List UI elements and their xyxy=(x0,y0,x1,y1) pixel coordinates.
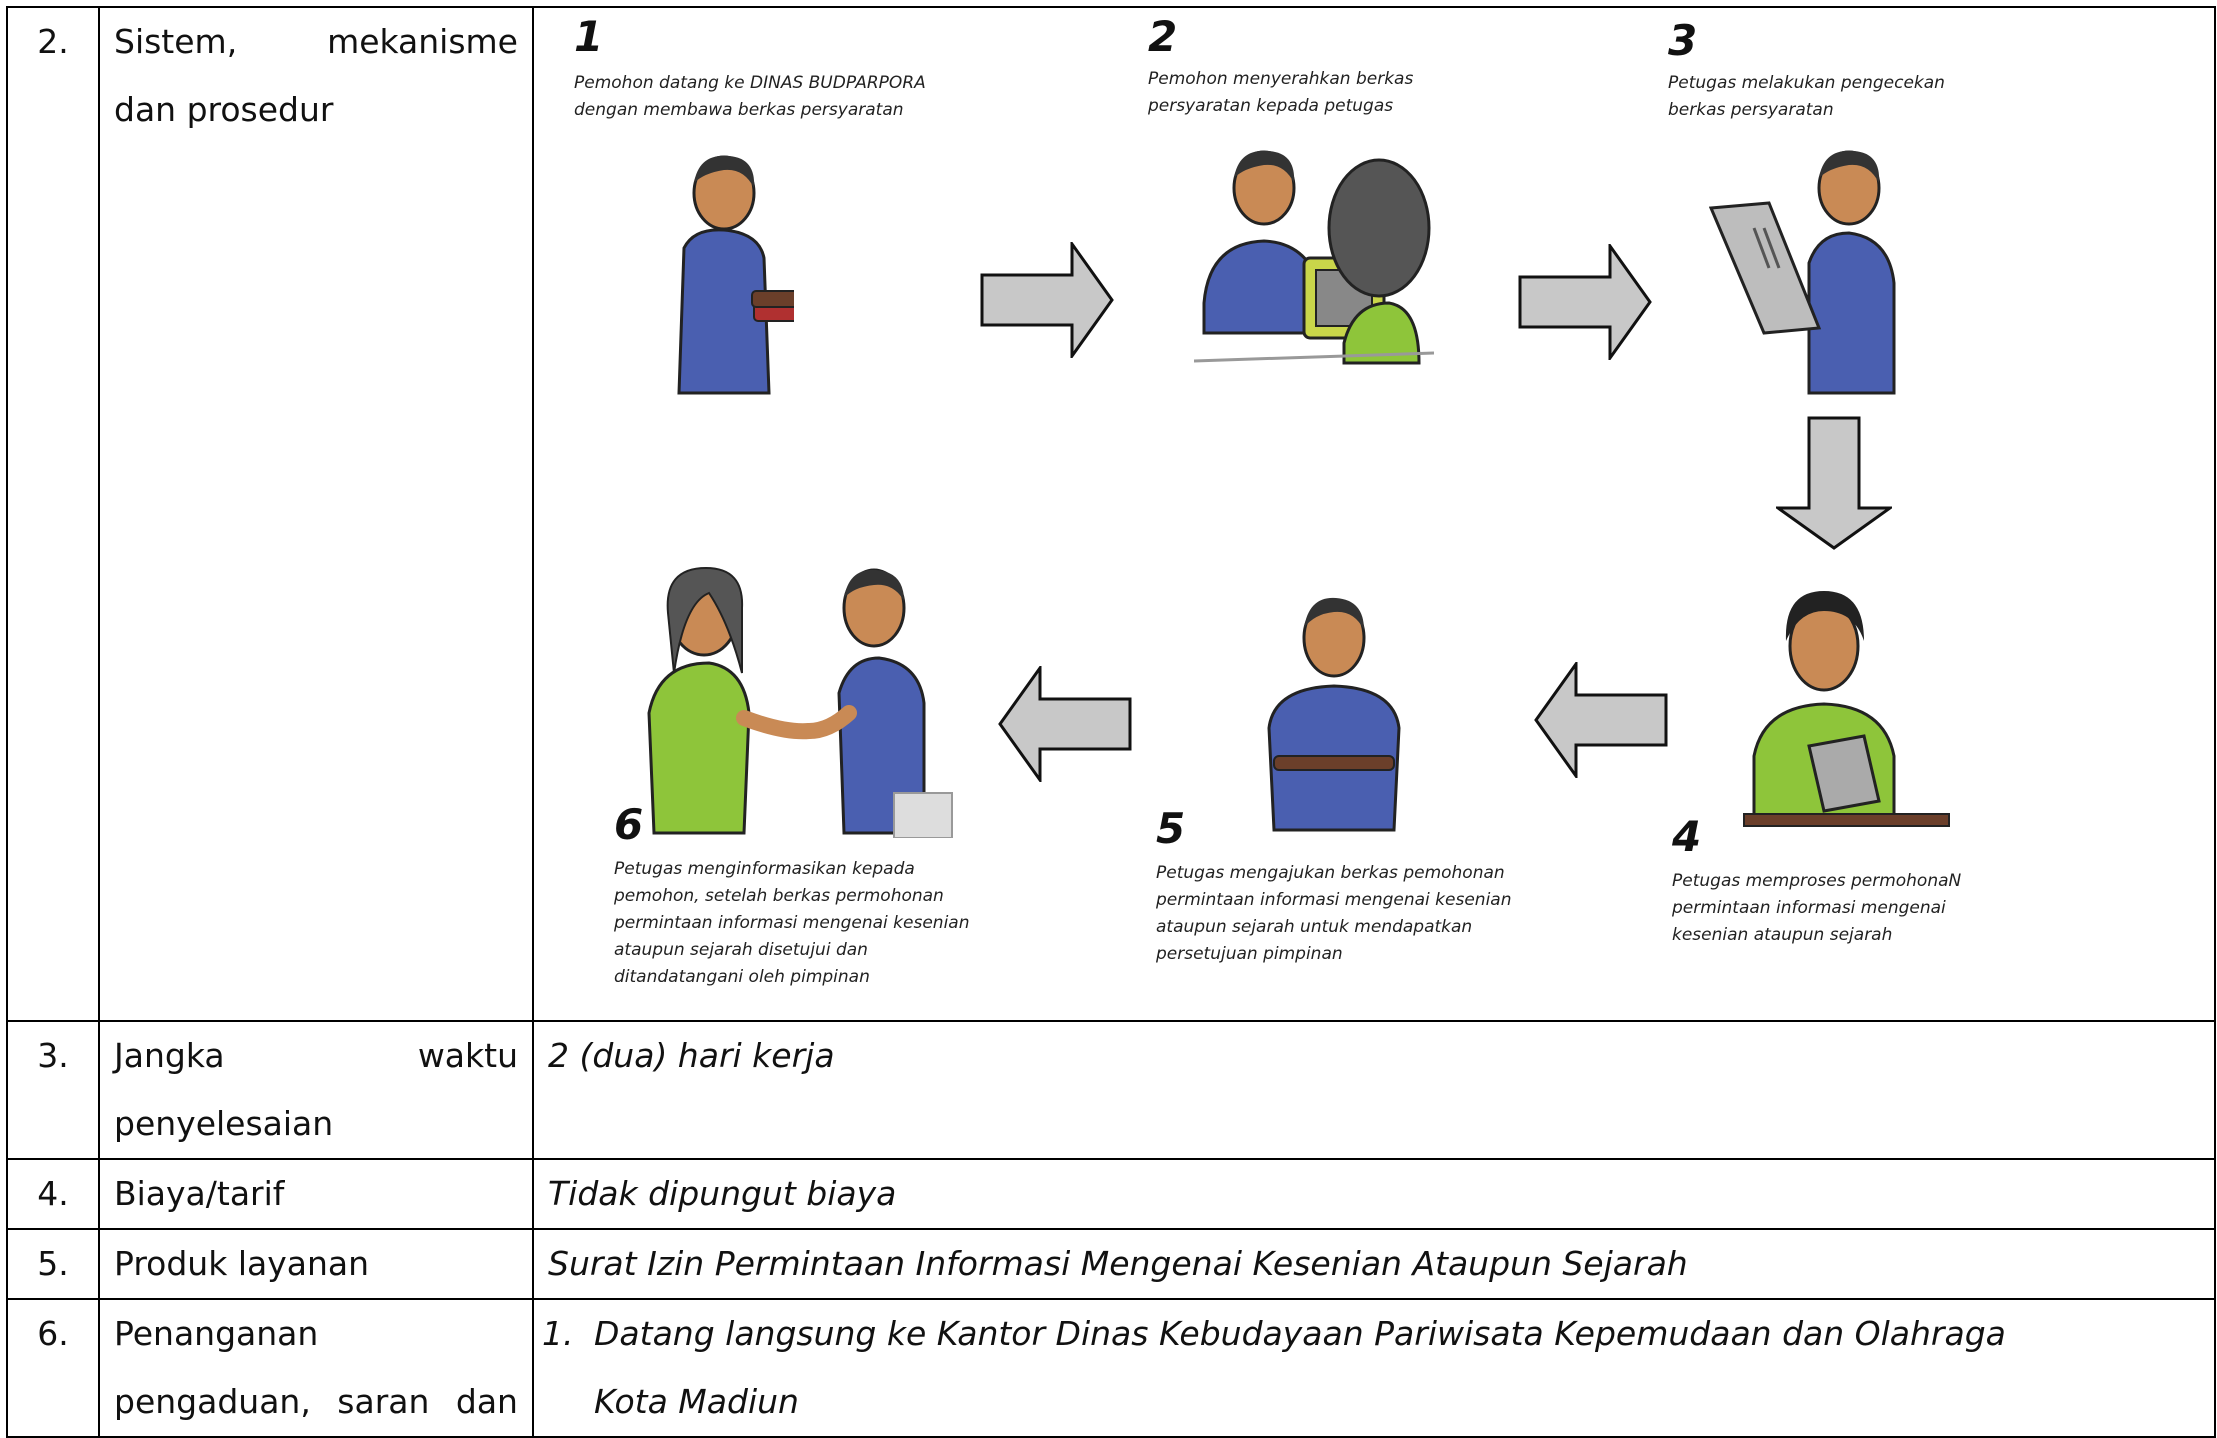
step-5-caption: Petugas mengajukan berkas pemohonan perm… xyxy=(1156,860,1511,968)
row-number: 6. xyxy=(6,1298,100,1438)
caption-line: persyaratan kepada petugas xyxy=(1148,96,1394,116)
row-number: 3. xyxy=(6,1020,100,1160)
submitting-files-illustration xyxy=(1194,150,1434,365)
step-2-caption: Pemohon menyerahkan berkas persyaratan k… xyxy=(1148,66,1413,120)
label-part: dan prosedur xyxy=(114,90,334,129)
caption-line: permintaan informasi mengenai kesenian xyxy=(614,913,970,933)
procedure-diagram-cell: 1 Pemohon datang ke DINAS BUDPARPORA den… xyxy=(532,6,2216,1022)
caption-line: persetujuan pimpinan xyxy=(1156,944,1343,964)
caption-line: Pemohon menyerahkan berkas xyxy=(1148,69,1414,89)
step-1-number: 1 xyxy=(574,12,604,61)
row-number: 4. xyxy=(6,1158,100,1230)
caption-line: ditandatangani oleh pimpinan xyxy=(614,967,870,987)
row-value: 1. Datang langsung ke Kantor Dinas Kebud… xyxy=(532,1298,2216,1438)
label-part: Jangka xyxy=(114,1036,225,1075)
label-part: waktu xyxy=(417,1036,518,1075)
row-label: Biaya/tarif xyxy=(98,1158,534,1230)
right-arrow-icon xyxy=(1518,244,1652,360)
caption-line: Pemohon datang ke DINAS BUDPARPORA xyxy=(574,73,926,93)
caption-line: berkas persyaratan xyxy=(1668,100,1834,120)
label-part: Sistem, xyxy=(114,22,238,61)
row-label: Jangka waktu penyelesaian xyxy=(98,1020,534,1160)
label-part: mekanisme xyxy=(327,22,518,61)
list-text: Datang langsung ke Kantor Dinas Kebudaya… xyxy=(594,1314,2006,1353)
row-label: Produk layanan xyxy=(98,1228,534,1300)
step-3-caption: Petugas melakukan pengecekan berkas pers… xyxy=(1668,70,1945,124)
step-4-number: 4 xyxy=(1672,812,1702,861)
caption-line: dengan membawa berkas persyaratan xyxy=(574,100,904,120)
caption-line: permintaan informasi mengenai kesenian xyxy=(1156,890,1512,910)
step-1-caption: Pemohon datang ke DINAS BUDPARPORA denga… xyxy=(574,70,926,124)
step-2-number: 2 xyxy=(1148,12,1178,61)
row-system-mechanism: 2. Sistem, mekanisme dan prosedur 1 Pemo… xyxy=(6,6,2216,1022)
caption-line: Petugas menginformasikan kepada xyxy=(614,859,915,879)
caption-line: Petugas mengajukan berkas pemohonan xyxy=(1156,863,1505,883)
label-part: saran xyxy=(337,1382,430,1421)
row-label: Sistem, mekanisme dan prosedur xyxy=(98,6,534,1022)
procedure-flow: 1 Pemohon datang ke DINAS BUDPARPORA den… xyxy=(534,8,2214,1020)
left-arrow-icon xyxy=(1534,662,1668,778)
row-complaint-handling: 6. Penanganan pengaduan, saran dan 1. Da… xyxy=(6,1298,2216,1438)
row-number: 5. xyxy=(6,1228,100,1300)
row-value: Tidak dipungut biaya xyxy=(532,1158,2216,1230)
submitting-to-leader-illustration xyxy=(1267,597,1401,832)
list-item-continuation: Kota Madiun xyxy=(542,1368,2214,1436)
row-service-product: 5. Produk layanan Surat Izin Permintaan … xyxy=(6,1228,2216,1300)
caption-line: permintaan informasi mengenai xyxy=(1672,898,1946,918)
row-completion-time: 3. Jangka waktu penyelesaian 2 (dua) har… xyxy=(6,1020,2216,1160)
label-part: dan xyxy=(455,1382,518,1421)
caption-line: ataupun sejarah disetujui dan xyxy=(614,940,868,960)
step-3-number: 3 xyxy=(1668,16,1698,65)
step-5-number: 5 xyxy=(1156,804,1186,853)
left-arrow-icon xyxy=(998,666,1132,782)
checking-files-illustration xyxy=(1709,150,1896,395)
row-value: 2 (dua) hari kerja xyxy=(532,1020,2216,1160)
service-standard-table: 2. Sistem, mekanisme dan prosedur 1 Pemo… xyxy=(6,6,2216,1438)
step-4-caption: Petugas memproses permohonaN permintaan … xyxy=(1672,868,1961,949)
right-arrow-icon xyxy=(980,242,1114,358)
step-6-number: 6 xyxy=(614,800,644,849)
row-value: Surat Izin Permintaan Informasi Mengenai… xyxy=(532,1228,2216,1300)
row-label: Penanganan pengaduan, saran dan xyxy=(98,1298,534,1438)
caption-line: Petugas memproses permohonaN xyxy=(1672,871,1962,891)
caption-line: ataupun sejarah untuk mendapatkan xyxy=(1156,917,1473,937)
label-part: penyelesaian xyxy=(114,1104,334,1143)
row-cost: 4. Biaya/tarif Tidak dipungut biaya xyxy=(6,1158,2216,1230)
processing-request-illustration xyxy=(1743,591,1950,827)
list-number: 1. xyxy=(542,1314,574,1353)
list-text: Kota Madiun xyxy=(594,1382,799,1421)
row-number: 2. xyxy=(6,6,100,1022)
caption-line: kesenian ataupun sejarah xyxy=(1672,925,1893,945)
down-arrow-icon xyxy=(1776,416,1892,550)
list-item: 1. Datang langsung ke Kantor Dinas Kebud… xyxy=(542,1300,2214,1368)
handshake-illustration xyxy=(647,566,953,838)
applicant-with-files-illustration xyxy=(677,155,794,395)
step-6-caption: Petugas menginformasikan kepada pemohon,… xyxy=(614,856,969,991)
caption-line: pemohon, setelah berkas permohonan xyxy=(614,886,944,906)
label-part: Penanganan xyxy=(114,1314,319,1353)
caption-line: Petugas melakukan pengecekan xyxy=(1668,73,1945,93)
label-part: pengaduan, xyxy=(114,1382,311,1421)
